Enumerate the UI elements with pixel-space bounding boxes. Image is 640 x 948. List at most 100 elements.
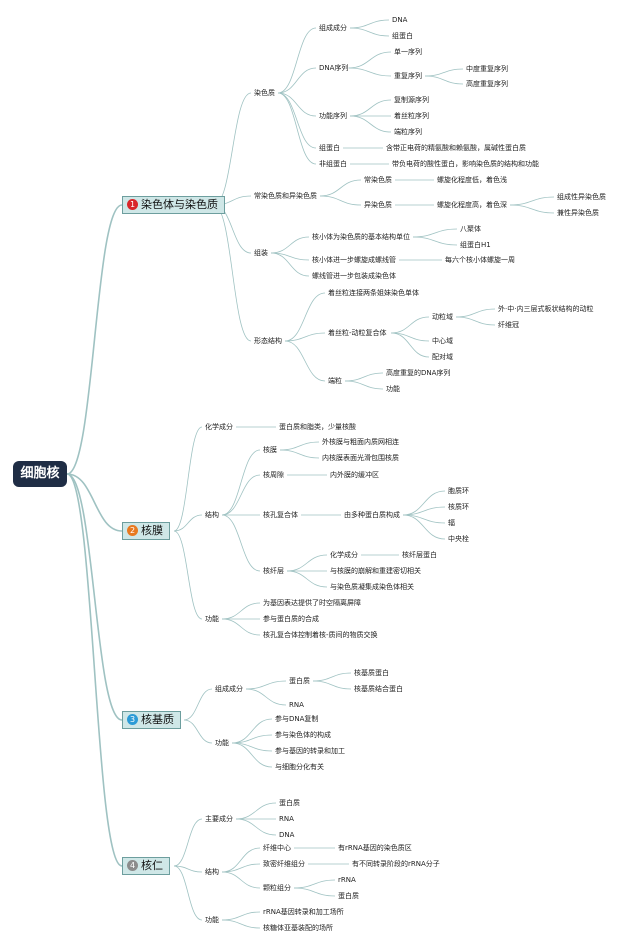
topic-node-level-4[interactable]: 重复序列 (394, 72, 422, 80)
topic-node-level-4[interactable]: 内核膜表面光滑包围核质 (322, 454, 399, 462)
topic-node-level-3[interactable]: 功能序列 (319, 112, 347, 120)
topic-node-level-4[interactable]: 蛋白质 (338, 892, 359, 900)
connector-line (221, 474, 261, 516)
topic-node-level-3[interactable]: 核周隙 (263, 471, 284, 479)
topic-node-level-5[interactable]: 辐 (448, 519, 455, 527)
topic-node-level-3[interactable]: 蛋白质和脂类，少量核酸 (279, 423, 356, 431)
topic-node-level-5[interactable]: 组成性异染色质 (557, 193, 606, 201)
topic-node-level-3[interactable]: 与细胞分化有关 (275, 763, 324, 771)
topic-node-level-4[interactable]: 化学成分 (330, 551, 358, 559)
topic-node-level-3[interactable]: 着丝粒连接两条姐妹染色单体 (328, 289, 419, 297)
topic-node-level-2[interactable]: 常染色质和异染色质 (254, 192, 317, 200)
topic-node-level-5[interactable]: 核质环 (448, 503, 469, 511)
topic-node-level-3[interactable]: rRNA基因转录和加工场所 (263, 908, 344, 916)
topic-node-level-3[interactable]: 参与染色体的构成 (275, 731, 331, 739)
topic-node-level-3[interactable]: DNA序列 (319, 64, 349, 72)
topic-node-level-5[interactable]: 高度重复序列 (466, 80, 508, 88)
topic-node-level-2[interactable]: 形态结构 (254, 337, 282, 345)
topic-node-level-3[interactable]: 组成成分 (319, 24, 347, 32)
number-badge-icon: 4 (127, 860, 138, 871)
topic-node-level-4[interactable]: 与染色质凝集成染色体相关 (330, 583, 414, 591)
topic-node-level-5[interactable]: 纤维冠 (498, 321, 519, 329)
topic-node-level-5[interactable]: 兼性异染色质 (557, 209, 599, 217)
topic-node-level-3[interactable]: 端粒 (328, 377, 342, 385)
topic-node-level-3[interactable]: 异染色质 (364, 201, 392, 209)
topic-node-level-3[interactable]: DNA (279, 831, 295, 839)
topic-node-level-4[interactable]: 核基质蛋白 (354, 669, 389, 677)
topic-node-level-4[interactable]: 每六个核小体螺旋一周 (445, 256, 515, 264)
topic-node-level-3[interactable]: 着丝粒-动粒复合体 (328, 329, 387, 337)
topic-node-level-4[interactable]: rRNA (338, 876, 356, 884)
connector-line (349, 99, 392, 117)
topic-node-level-3[interactable]: 核小体进一步螺旋成螺线管 (312, 256, 396, 264)
topic-node-level-3[interactable]: 参与基因的转录和加工 (275, 747, 345, 755)
topic-node-level-2[interactable]: 结构 (205, 868, 219, 876)
topic-node-level-3[interactable]: 核纤层 (263, 567, 284, 575)
topic-node-level-4[interactable]: 着丝粒序列 (394, 112, 429, 120)
topic-node-level-4[interactable]: 螺旋化程度低，着色浅 (437, 176, 507, 184)
topic-node-level-4[interactable]: 核基质结合蛋白 (354, 685, 403, 693)
topic-node-level-4[interactable]: 动粒域 (432, 313, 453, 321)
topic-node-level-3[interactable]: 蛋白质 (289, 677, 310, 685)
topic-node-level-3[interactable]: 组蛋白 (319, 144, 340, 152)
topic-node-level-3[interactable]: RNA (279, 815, 294, 823)
topic-node-level-3[interactable]: 为基因表达提供了时空隔离屏障 (263, 599, 361, 607)
topic-node-level-2[interactable]: 功能 (215, 739, 229, 747)
topic-node-level-3[interactable]: 核孔复合体控制着核-质间的物质交换 (263, 631, 378, 639)
topic-node-level-3[interactable]: 螺线管进一步包装成染色体 (312, 272, 396, 280)
topic-node-level-4[interactable]: 配对域 (432, 353, 453, 361)
topic-node-level-4[interactable]: 八聚体 (460, 225, 481, 233)
topic-node-level-4[interactable]: 复制源序列 (394, 96, 429, 104)
topic-node-level-3[interactable]: 致密纤维组分 (263, 860, 305, 868)
topic-node-level-5[interactable]: 中央栓 (448, 535, 469, 543)
topic-node-level-4[interactable]: 功能 (386, 385, 400, 393)
topic-node-level-2[interactable]: 组装 (254, 249, 268, 257)
connector-line (284, 292, 326, 342)
topic-node-level-4[interactable]: 有不同转录阶段的rRNA分子 (352, 860, 440, 868)
topic-node-level-2[interactable]: 组成成分 (215, 685, 243, 693)
topic-node-level-3[interactable]: 蛋白质 (279, 799, 300, 807)
topic-node-level-3[interactable]: 核糖体亚基装配的场所 (263, 924, 333, 932)
topic-node-level-4[interactable]: 内外膜的缓冲区 (330, 471, 379, 479)
topic-node-level-3[interactable]: 纤维中心 (263, 844, 291, 852)
topic-node-level-2[interactable]: 主要成分 (205, 815, 233, 823)
topic-node-level-3[interactable]: 参与蛋白质的合成 (263, 615, 319, 623)
topic-node-level-4[interactable]: 含带正电荷的精氨酸和赖氨酸，属碱性蛋白质 (386, 144, 526, 152)
topic-node-level-3[interactable]: 参与DNA复制 (275, 715, 319, 723)
topic-node-level-5[interactable]: 核纤层蛋白 (402, 551, 437, 559)
section-title: 染色体与染色质 (141, 198, 218, 211)
topic-node-level-3[interactable]: 核孔复合体 (263, 511, 298, 519)
topic-node-level-3[interactable]: RNA (289, 701, 304, 709)
topic-node-level-2[interactable]: 染色质 (254, 89, 275, 97)
topic-node-level-2[interactable]: 功能 (205, 916, 219, 924)
topic-node-level-5[interactable]: 中度重复序列 (466, 65, 508, 73)
topic-node-level-4[interactable]: 组蛋白 (392, 32, 413, 40)
topic-node-level-4[interactable]: 组蛋白H1 (460, 241, 491, 249)
topic-node-level-3[interactable]: 颗粒组分 (263, 884, 291, 892)
topic-node-level-4[interactable]: 螺旋化程度高，着色深 (437, 201, 507, 209)
topic-node-level-2[interactable]: 化学成分 (205, 423, 233, 431)
topic-node-level-3[interactable]: 常染色质 (364, 176, 392, 184)
root-topic[interactable]: 细胞核 (13, 461, 67, 487)
topic-node-level-4[interactable]: 外核膜与粗面内质网相连 (322, 438, 399, 446)
topic-node-level-5[interactable]: 外·中·内三层式板状结构的动粒 (498, 305, 594, 313)
topic-node-level-4[interactable]: 带负电荷的酸性蛋白，影响染色质的结构和功能 (392, 160, 539, 168)
topic-node-level-4[interactable]: 与核膜的崩解和重建密切相关 (330, 567, 421, 575)
topic-node-level-4[interactable]: 由多种蛋白质构成 (344, 511, 400, 519)
topic-node-level-4[interactable]: 高度重复的DNA序列 (386, 369, 451, 377)
topic-node-level-4[interactable]: 有rRNA基因的染色质区 (338, 844, 412, 852)
topic-node-level-2[interactable]: 功能 (205, 615, 219, 623)
topic-node-level-2[interactable]: 结构 (205, 511, 219, 519)
topic-node-level-3[interactable]: 核小体为染色质的基本结构单位 (312, 233, 410, 241)
topic-node-level-4[interactable]: 单一序列 (394, 48, 422, 56)
topic-node-level-5[interactable]: 胞质环 (448, 487, 469, 495)
topic-node-level-3[interactable]: 非组蛋白 (319, 160, 347, 168)
topic-node-level-4[interactable]: DNA (392, 16, 408, 24)
topic-node-level-3[interactable]: 核膜 (263, 446, 277, 454)
topic-node-level-4[interactable]: 端粒序列 (394, 128, 422, 136)
topic-node-level-4[interactable]: 中心域 (432, 337, 453, 345)
